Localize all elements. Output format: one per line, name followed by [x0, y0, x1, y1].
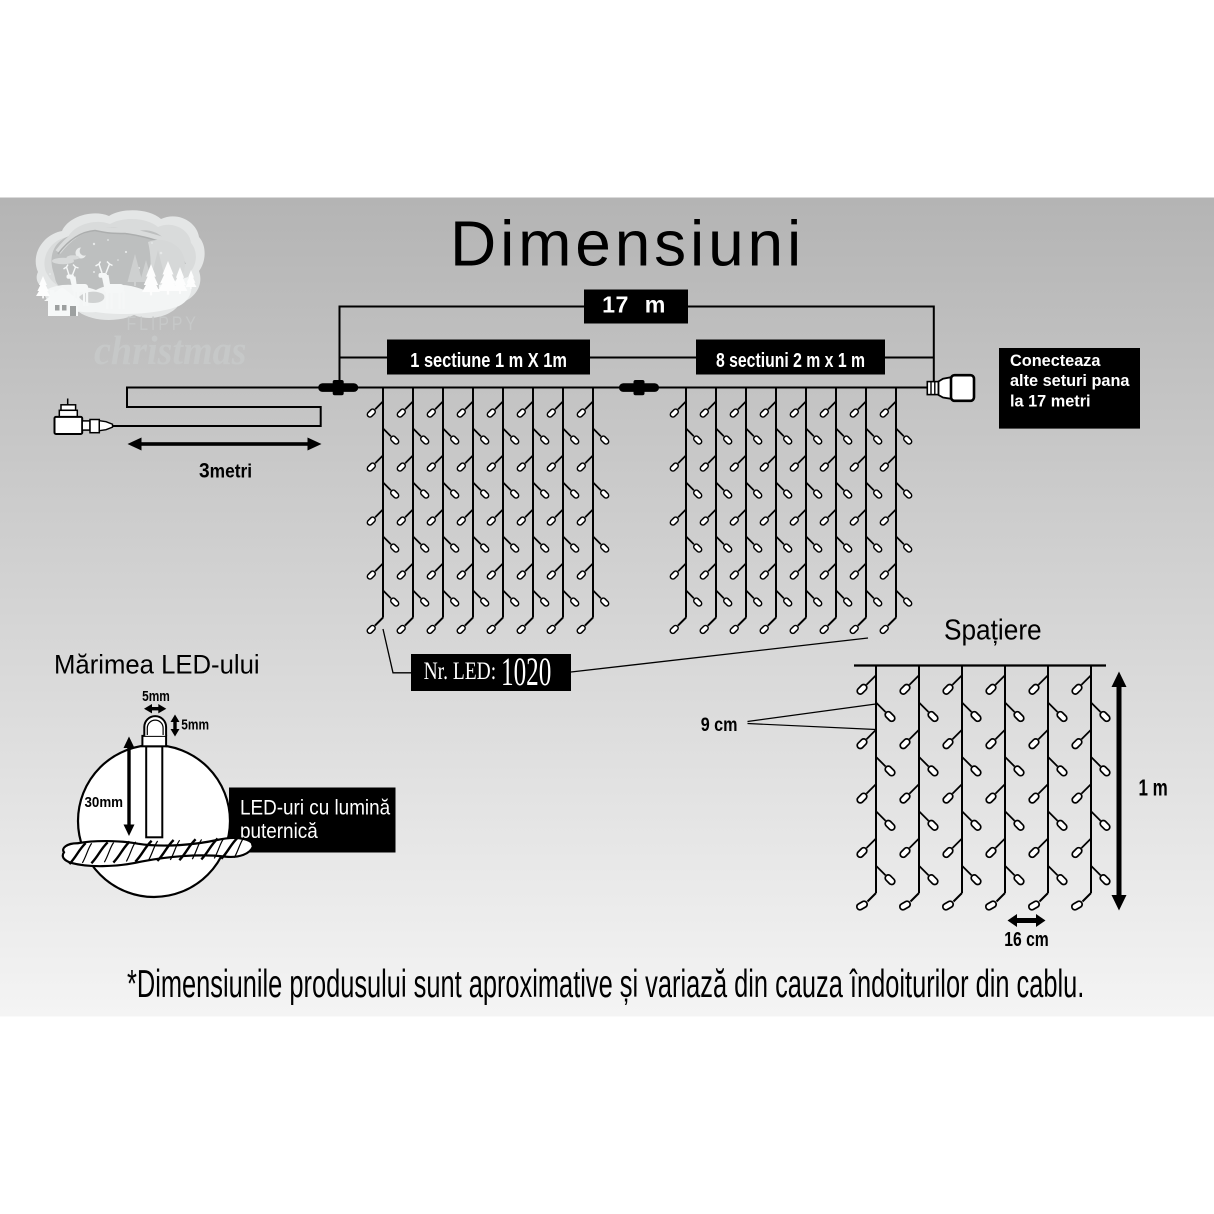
svg-text:*Dimensiunile produsului sunt: *Dimensiunile produsului sunt aproximati…	[127, 962, 1084, 1006]
svg-text:Dimensiuni: Dimensiuni	[450, 208, 805, 280]
svg-text:1 m: 1 m	[1139, 776, 1168, 801]
svg-text:alte seturi pana: alte seturi pana	[1010, 372, 1130, 390]
svg-text:3metri: 3metri	[199, 460, 252, 483]
svg-text:1 sectiune 1 m X 1m: 1 sectiune 1 m X 1m	[410, 348, 567, 371]
svg-text:christmas: christmas	[94, 328, 247, 374]
svg-text:FLIPPY: FLIPPY	[127, 313, 199, 335]
svg-text:30mm: 30mm	[85, 793, 124, 810]
svg-text:1020: 1020	[501, 650, 551, 694]
svg-text:5mm: 5mm	[181, 716, 209, 732]
svg-text:9 cm: 9 cm	[701, 714, 738, 736]
svg-text:LED-uri cu lumină: LED-uri cu lumină	[240, 797, 391, 820]
svg-text:la 17 metri: la 17 metri	[1010, 392, 1091, 410]
svg-text:17 m: 17 m	[602, 291, 666, 317]
svg-text:8 sectiuni 2 m x 1 m: 8 sectiuni 2 m x 1 m	[716, 348, 865, 372]
svg-text:16 cm: 16 cm	[1004, 927, 1049, 951]
svg-text:Mărimea LED-ului: Mărimea LED-ului	[54, 649, 260, 679]
svg-text:puternică: puternică	[240, 820, 319, 843]
svg-text:5mm: 5mm	[142, 688, 170, 704]
svg-text:Nr. LED:: Nr. LED:	[424, 657, 497, 685]
svg-text:Conecteaza: Conecteaza	[1010, 352, 1101, 370]
svg-text:Spațiere: Spațiere	[944, 613, 1042, 645]
